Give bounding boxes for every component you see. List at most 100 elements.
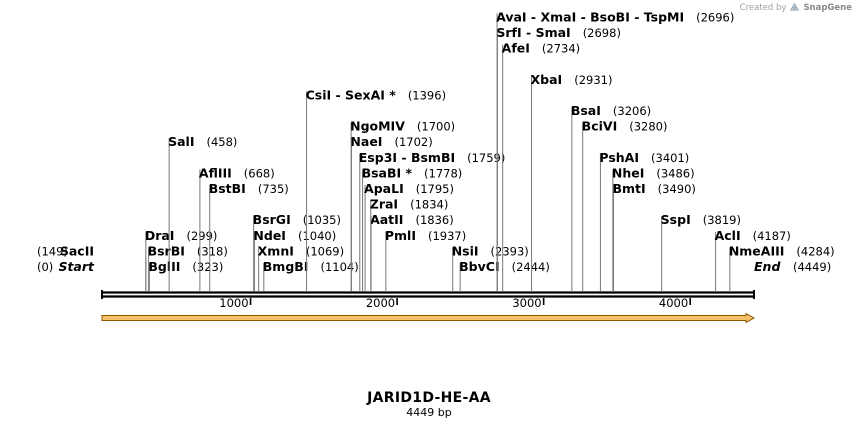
site-position: (2698) — [583, 26, 621, 40]
site-position: (3490) — [658, 182, 696, 196]
site-name: SalI — [168, 134, 194, 149]
site-position: (1700) — [417, 120, 455, 134]
restriction-site[interactable]: BsaI (3206) — [571, 103, 651, 291]
site-name: XbaI — [531, 72, 563, 87]
snapgene-logo-icon — [790, 2, 800, 11]
site-name: ZraI — [370, 197, 398, 212]
site-position: (323) — [192, 260, 223, 274]
restriction-site[interactable]: End (4449) — [754, 259, 831, 274]
site-name: Start — [58, 259, 95, 274]
site-name: Esp3I - BsmBI — [359, 150, 455, 165]
site-position: (3401) — [651, 151, 689, 165]
restriction-site[interactable]: CsiI - SexAI * (1396) — [306, 87, 446, 291]
site-name: BsrGI — [253, 212, 291, 227]
restriction-site[interactable]: PmlI(1937) — [385, 228, 466, 291]
site-name: SrfI - SmaI — [496, 25, 570, 40]
site-position: (3280) — [629, 120, 667, 134]
site-position: (4449) — [793, 260, 831, 274]
site-position: (1778) — [424, 166, 462, 180]
site-name: BmtI — [612, 181, 645, 196]
site-position: (3819) — [703, 213, 741, 227]
site-name: NdeI — [253, 228, 286, 243]
site-name: AvaI - XmaI - BsoBI - TspMI — [496, 9, 684, 24]
map-size-label: 4449 bp — [406, 406, 452, 419]
site-position: (735) — [258, 182, 289, 196]
site-position: (1836) — [415, 213, 453, 227]
restriction-site[interactable]: Esp3I - BsmBI(1759) — [359, 150, 506, 291]
site-position: (2931) — [574, 73, 612, 87]
site-name: CsiI - SexAI * — [306, 87, 397, 102]
restriction-site[interactable]: PshAI(3401) — [599, 150, 689, 291]
site-position: (1834) — [410, 198, 448, 212]
credit-text: Created by — [739, 2, 787, 13]
restriction-site[interactable]: AflIII(668) — [199, 165, 275, 291]
restriction-site[interactable]: ApaLI(1795) — [364, 181, 454, 291]
site-name: BsaI — [571, 103, 601, 118]
feature-arrow[interactable] — [101, 312, 756, 324]
site-name: BglII — [148, 259, 180, 274]
restriction-sites: Start(0)SacII(149)End(4449)BglII(323)Bsr… — [37, 9, 835, 291]
site-position: (1069) — [306, 244, 344, 258]
site-position: (1104) — [320, 260, 358, 274]
restriction-site[interactable]: NheI(3486) — [612, 165, 695, 291]
restriction-site[interactable]: AfeI (2734) — [502, 41, 581, 291]
restriction-site[interactable]: AatII (1836) — [370, 212, 454, 291]
restriction-site[interactable]: BglII (323) — [148, 259, 223, 291]
restriction-site[interactable]: BciVI(3280) — [582, 119, 668, 291]
site-name: NgoMIV — [350, 119, 405, 134]
site-name: BmgBI — [263, 259, 309, 274]
restriction-site[interactable]: XmnI(1069) — [258, 243, 344, 291]
site-position: (299) — [186, 229, 217, 243]
site-name: AflIII — [199, 165, 232, 180]
restriction-site[interactable]: NdeI (1040) — [253, 228, 336, 291]
site-position: (1040) — [298, 229, 336, 243]
restriction-site[interactable]: BbvCI(2444) — [459, 259, 550, 291]
site-position: (3206) — [613, 104, 651, 118]
site-name: DraI — [145, 228, 175, 243]
site-name: AatII — [370, 212, 403, 227]
restriction-site[interactable]: SalI(458) — [168, 134, 237, 291]
site-name: SacII — [60, 243, 94, 258]
restriction-site[interactable]: AclI(4187) — [715, 228, 791, 291]
restriction-site[interactable]: BstBI (735) — [209, 181, 289, 291]
ruler-tick-label: 3000 — [512, 296, 541, 310]
site-position: (318) — [197, 244, 228, 258]
site-position: (0) — [37, 260, 53, 274]
ruler-tick-label: 2000 — [366, 296, 395, 310]
restriction-site[interactable]: NsiI(2393) — [452, 243, 529, 291]
site-name: BsaBI * — [362, 165, 413, 180]
restriction-site[interactable]: NgoMIV (1700) — [350, 119, 455, 291]
restriction-site[interactable]: BsrGI(1035) — [253, 212, 341, 291]
site-position: (1702) — [394, 135, 432, 149]
site-position: (1396) — [408, 88, 446, 102]
site-name: BsrBI — [148, 243, 185, 258]
restriction-site[interactable]: BsrBI (318) — [148, 243, 228, 291]
site-position: (2444) — [512, 260, 550, 274]
restriction-site[interactable]: BmgBI (1104) — [263, 259, 359, 291]
restriction-site[interactable]: ZraI (1834) — [370, 197, 449, 291]
restriction-site[interactable]: SspI(3819) — [661, 212, 741, 291]
site-name: NaeI — [350, 134, 382, 149]
feature-track — [101, 312, 756, 324]
site-name: End — [754, 259, 781, 274]
site-name: BstBI — [209, 181, 246, 196]
restriction-site[interactable]: AvaI - XmaI - BsoBI - TspMI(2696) — [496, 9, 734, 291]
restriction-site[interactable]: BsaBI * (1778) — [362, 165, 463, 291]
restriction-site[interactable]: BmtI (3490) — [612, 181, 696, 291]
site-name: NsiI — [452, 243, 479, 258]
site-position: (3486) — [656, 166, 694, 180]
site-position: (2734) — [542, 42, 580, 56]
site-position: (4284) — [796, 244, 834, 258]
site-name: AfeI — [502, 41, 530, 56]
restriction-site[interactable]: NmeAIII(4284) — [729, 243, 835, 291]
site-name: ApaLI — [364, 181, 404, 196]
restriction-site[interactable]: XbaI (2931) — [531, 72, 613, 291]
restriction-site[interactable]: SacII(149) — [37, 243, 147, 291]
map-title: JARID1D-HE-AA — [367, 390, 491, 406]
sequence-backbone — [101, 290, 755, 299]
site-position: (4187) — [753, 229, 791, 243]
restriction-site[interactable]: Start (0) — [37, 259, 95, 274]
